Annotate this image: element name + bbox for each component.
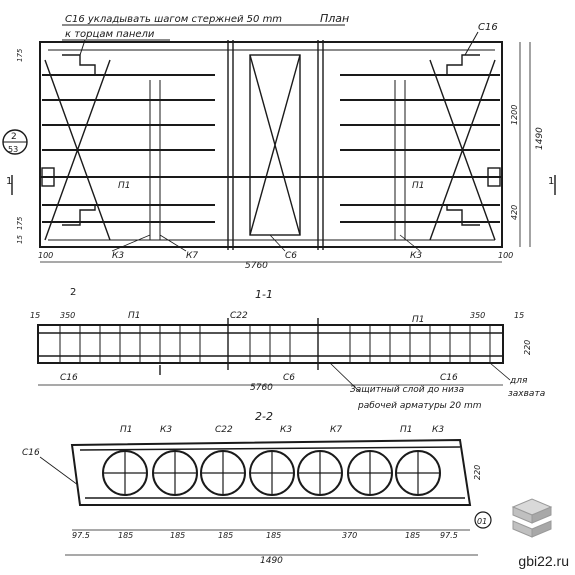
protective-2: рабочей арматуры 20 mm: [357, 401, 482, 411]
label-p1-x2: П1: [400, 425, 413, 435]
dim-975b: 97.5: [440, 531, 458, 540]
dim-100: 100: [38, 251, 53, 260]
leader-line: [159, 234, 187, 252]
label-c16: С16: [478, 22, 498, 33]
label-p1-x: П1: [120, 425, 133, 435]
dim-185-3: 185: [218, 531, 233, 540]
section-2-2-title: 2-2: [255, 410, 273, 423]
dim-1200: 1200: [510, 105, 519, 125]
label-k7: К7: [186, 251, 198, 261]
label-c6-s: С6: [283, 373, 295, 383]
label-k3: К3: [112, 251, 124, 261]
plan-title: План: [320, 12, 349, 25]
cut2-mark: 2: [70, 287, 76, 298]
lift-note-1: для: [509, 376, 528, 386]
dim-185-5: 185: [405, 531, 420, 540]
label-k3: К3: [410, 251, 422, 261]
section-stirrups: [59, 325, 491, 363]
logo-icon: [511, 498, 553, 538]
void-crosses: [103, 451, 440, 495]
callout-bottom: 53: [8, 145, 18, 154]
dim-length-s: 5760: [250, 383, 273, 393]
left-mesh: [42, 59, 215, 241]
label-c6: С6: [285, 251, 297, 261]
dim-15: 15: [16, 235, 24, 244]
end-detail: [62, 54, 96, 75]
dim-15-left: 15: [30, 311, 40, 320]
dim-185-2: 185: [170, 531, 185, 540]
end-detail: [446, 54, 480, 75]
label-c16-s2: С16: [440, 373, 458, 383]
label-c16-s: С16: [60, 373, 78, 383]
callout-top: 2: [11, 132, 17, 142]
label-c22-s: С22: [230, 311, 248, 321]
leader-line: [489, 362, 511, 381]
cut-mark-left: 1: [6, 176, 12, 187]
section-1-1-title: 1-1: [255, 288, 273, 301]
dim-420: 420: [510, 205, 519, 220]
label-c16-x: С16: [22, 448, 40, 458]
plan-outline: [39, 41, 503, 248]
leader-line: [464, 31, 479, 56]
label-k3-x3: К3: [432, 425, 444, 435]
end-detail: [62, 205, 96, 226]
section-2-2: 2-2 С16 П1 К3 С22 К3 К7 П1 К3 220 01: [22, 410, 492, 566]
label-p1-s2: П1: [412, 315, 425, 325]
label-p1-s: П1: [128, 311, 141, 321]
top-note-1: С16 укладывать шагом стержней 50 mm: [65, 14, 282, 25]
dim-width-x: 1490: [260, 556, 283, 566]
dim-175b: 175: [16, 216, 24, 230]
top-note-2: к торцам панели: [65, 29, 155, 40]
dim-length: 5760: [245, 261, 268, 271]
end-detail: [446, 205, 480, 226]
watermark[interactable]: gbi22.ru: [518, 553, 569, 569]
leader-line: [39, 456, 79, 486]
detail-callout: [474, 511, 492, 529]
cross-rebar-top: [79, 446, 461, 451]
dim-185-4: 185: [266, 531, 281, 540]
leader-line: [399, 234, 421, 252]
label-p1: П1: [412, 181, 425, 191]
lift-loop-left: [41, 167, 55, 187]
dim-220-s: 220: [523, 340, 532, 355]
dim-350-right: 350: [470, 311, 485, 320]
leader-line: [269, 234, 286, 252]
dim-185-1: 185: [118, 531, 133, 540]
leader-line: [79, 39, 86, 56]
section-1-1: 1-1 2 15 350 П1 С22 П1 350 15 220 С16 С6…: [30, 287, 545, 411]
dim-175: 175: [16, 48, 24, 62]
dim-350-left: 350: [60, 311, 75, 320]
protective-1: Защитный слой до низа: [350, 385, 464, 395]
leader-line: [329, 362, 361, 393]
dim-370: 370: [342, 531, 357, 540]
detail-01: 01: [477, 517, 487, 526]
dim-width: 1490: [535, 127, 545, 150]
dim-220-x: 220: [473, 465, 482, 480]
middle-mesh: [249, 54, 301, 236]
label-k3-x2: К3: [280, 425, 292, 435]
dim-15-right: 15: [514, 311, 524, 320]
label-k7-x: К7: [330, 425, 342, 435]
dim-975: 97.5: [72, 531, 90, 540]
dim-100b: 100: [498, 251, 513, 260]
label-p1: П1: [118, 181, 131, 191]
label-k3-x: К3: [160, 425, 172, 435]
right-mesh: [340, 59, 500, 241]
cut-mark-right: 1: [548, 176, 554, 187]
leader-line: [111, 234, 151, 252]
lift-loop-right: [487, 167, 501, 187]
plan-view: С16 укладывать шагом стержней 50 mm План…: [2, 12, 556, 271]
label-c22-x: С22: [215, 425, 233, 435]
lift-note-2: захвата: [508, 389, 545, 399]
